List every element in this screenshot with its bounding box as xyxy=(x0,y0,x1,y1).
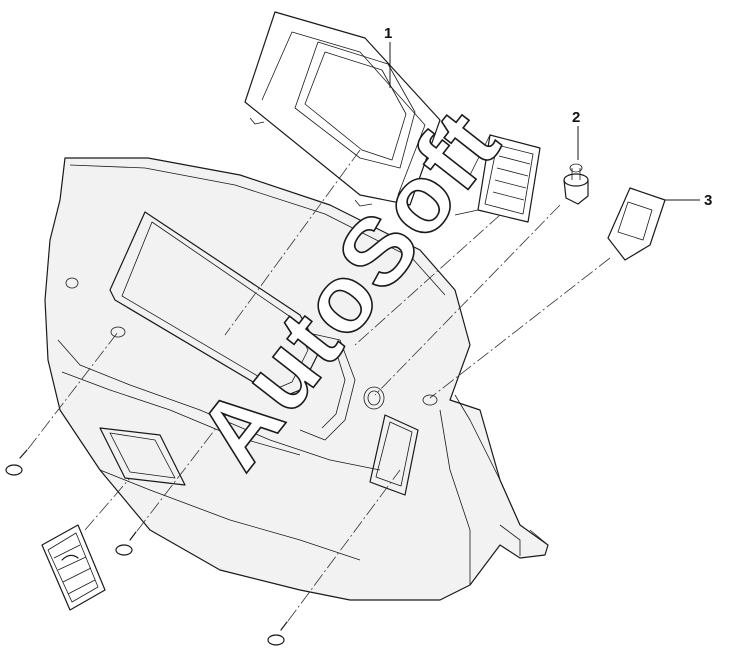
switch-panel-part-3 xyxy=(607,187,666,261)
callout-2: 2 xyxy=(572,109,580,160)
callout-1: 1 xyxy=(384,25,392,88)
vent-grille-icon xyxy=(41,524,106,611)
center-air-vent xyxy=(454,134,541,223)
screw-icon-3 xyxy=(267,621,288,646)
callout-label-2: 2 xyxy=(572,109,580,126)
callout-label-3: 3 xyxy=(704,192,712,209)
callout-3: 3 xyxy=(665,192,712,209)
callout-label-1: 1 xyxy=(384,25,392,42)
screw-icon xyxy=(5,449,28,476)
plug-part-2 xyxy=(563,163,589,205)
cluster-hood-part-1 xyxy=(244,11,441,207)
instrument-panel-housing xyxy=(44,157,549,601)
screw-icon-2 xyxy=(115,531,137,556)
leader-lines xyxy=(27,149,611,622)
